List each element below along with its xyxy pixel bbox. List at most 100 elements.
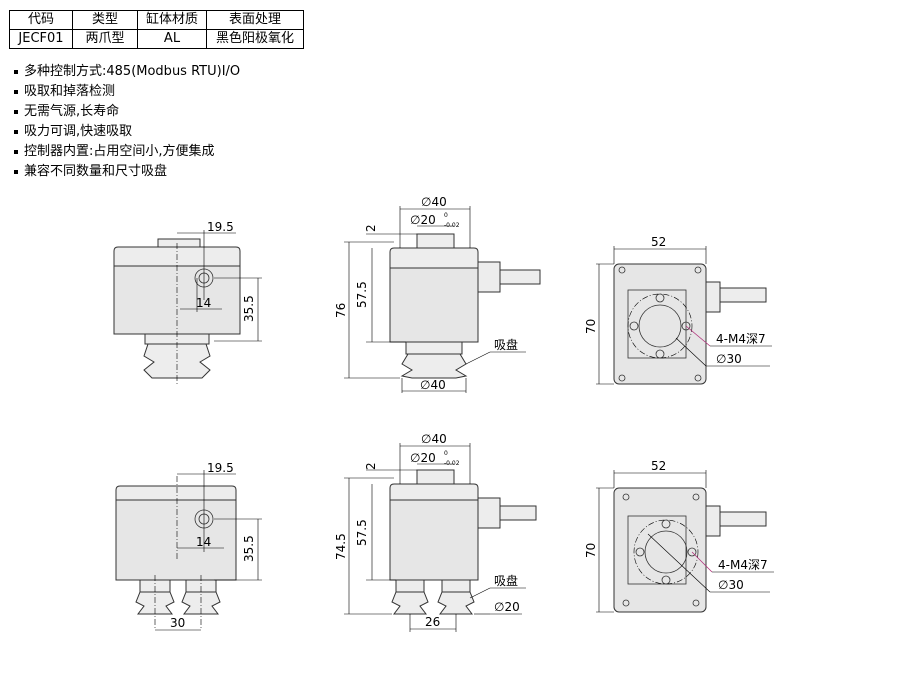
dim-cup-dia: ∅40: [420, 378, 446, 392]
dim-cup-spacing: 26: [425, 615, 440, 629]
dim-tol-upper: 0: [444, 212, 448, 219]
side-flange-right: [441, 579, 471, 593]
side-flange-left: [395, 579, 425, 593]
dim-plan-height: 70: [584, 319, 598, 334]
plan-corner-screw: [618, 374, 626, 382]
side-cup-right: [437, 591, 475, 615]
feature-item: 吸取和掉落检测: [14, 82, 240, 102]
dim-port-height: 35.5: [242, 295, 256, 322]
plan-corner-screw: [622, 599, 630, 607]
thread-label: 4-M4深7: [718, 558, 768, 572]
bottom-lid: [115, 485, 237, 501]
bottom-body: [115, 499, 237, 581]
feature-list: 多种控制方式:485(Modbus RTU)I/O 吸取和掉落检测 无需气源,长…: [14, 62, 240, 182]
dim-tol-lower: -0.02: [444, 460, 460, 467]
plan-thread-hole: [681, 321, 691, 331]
dim-plan-height: 70: [584, 543, 598, 558]
spec-header-code: 代码: [9, 10, 73, 30]
dim-cap-height: 2: [364, 462, 378, 470]
plan-connector: [705, 281, 721, 313]
top-side-view: ∅40 ∅20 0 -0.02 2 76 57.5 吸盘 ∅40: [334, 195, 541, 393]
plan-thread-hole: [661, 519, 671, 529]
dim-cup-spacing: 30: [170, 616, 185, 630]
plan-connector: [705, 505, 721, 537]
side-connector: [477, 261, 501, 293]
plan-thread-hole: [629, 321, 639, 331]
spec-cell-code: JECF01: [9, 29, 73, 49]
plan-plate: [613, 263, 707, 385]
side-connector: [477, 497, 501, 529]
bottom-front-view: 19.5 14 35.5 30: [115, 461, 262, 631]
dim-port-width: 14: [196, 296, 211, 310]
plan-plate: [613, 487, 707, 613]
thread-label: 4-M4深7: [716, 332, 766, 346]
plan-corner-screw: [618, 266, 626, 274]
plan-pcd-circle: [633, 519, 699, 585]
dim-top-dia: ∅40: [421, 195, 447, 209]
dim-body-height: 57.5: [355, 519, 369, 546]
bottom-plan-view: 52 70 4-M4深7 ∅30: [584, 459, 774, 613]
spec-cell-surface: 黑色阳极氧化: [206, 29, 304, 49]
plan-inner-frame: [627, 515, 687, 585]
plan-corner-screw: [692, 599, 700, 607]
plan-thread-hole: [661, 575, 671, 585]
plan-bore: [638, 304, 682, 348]
plan-thread-hole: [655, 293, 665, 303]
side-lid: [389, 247, 479, 269]
top-plan-view: 52 70 4-M4深7 ∅30: [584, 235, 772, 385]
side-cable: [499, 505, 537, 521]
feature-item: 控制器内置:占用空间小,方便集成: [14, 142, 240, 162]
feature-item: 多种控制方式:485(Modbus RTU)I/O: [14, 62, 240, 82]
dim-bore-dia: ∅30: [716, 352, 742, 366]
plan-corner-screw: [622, 493, 630, 501]
dim-plan-width: 52: [651, 459, 666, 473]
bottom-side-view: ∅40 ∅20 0 -0.02 2 74.5 57.5 吸盘 ∅20 26: [334, 432, 537, 632]
plan-thread-hole: [655, 349, 665, 359]
plan-thread-hole: [687, 547, 697, 557]
side-cap: [416, 233, 455, 249]
plan-corner-screw: [692, 493, 700, 501]
side-suction-cup: [400, 353, 468, 379]
feature-item: 兼容不同数量和尺寸吸盘: [14, 162, 240, 182]
spec-table-header-row: 代码 类型 缸体材质 表面处理: [9, 10, 304, 30]
plan-bore: [644, 530, 688, 574]
dim-cap-dia: ∅20: [410, 451, 436, 465]
dim-offset: 19.5: [207, 461, 234, 475]
plan-cable: [719, 511, 767, 527]
plan-corner-screw: [694, 374, 702, 382]
spec-cell-material: AL: [137, 29, 207, 49]
dim-cap-dia: ∅20: [410, 213, 436, 227]
dim-top-dia: ∅40: [421, 432, 447, 446]
side-body: [389, 499, 479, 581]
dim-port-height: 35.5: [242, 535, 256, 562]
spec-table: 代码 类型 缸体材质 表面处理 JECF01 两爪型 AL 黑色阳极氧化: [9, 10, 304, 49]
side-cap: [416, 469, 455, 485]
dim-plan-width: 52: [651, 235, 666, 249]
feature-item: 吸力可调,快速吸取: [14, 122, 240, 142]
top-front-view: 19.5 14 35.5: [113, 220, 262, 385]
dim-bore-dia: ∅30: [718, 578, 744, 592]
dim-body-height: 57.5: [355, 281, 369, 308]
spec-table-row: JECF01 两爪型 AL 黑色阳极氧化: [9, 29, 304, 49]
feature-item: 无需气源,长寿命: [14, 102, 240, 122]
side-cup-left: [391, 591, 429, 615]
top-cap: [157, 238, 201, 248]
side-cable: [499, 269, 541, 285]
plan-pcd-circle: [627, 293, 693, 359]
dim-cup-dia: ∅20: [494, 600, 520, 614]
dim-port-width: 14: [196, 535, 211, 549]
plan-thread-hole: [635, 547, 645, 557]
cup-label: 吸盘: [494, 337, 518, 352]
side-body: [389, 267, 479, 343]
dim-cap-height: 2: [364, 224, 378, 232]
plan-cable: [719, 287, 767, 303]
spec-header-material: 缸体材质: [137, 10, 207, 30]
dim-total-height: 74.5: [334, 533, 348, 560]
spec-header-type: 类型: [72, 10, 138, 30]
side-lid: [389, 483, 479, 501]
cup-label: 吸盘: [494, 573, 518, 588]
side-flange: [405, 341, 463, 355]
dim-total-height: 76: [334, 303, 348, 318]
dim-tol-lower: -0.02: [444, 222, 460, 229]
